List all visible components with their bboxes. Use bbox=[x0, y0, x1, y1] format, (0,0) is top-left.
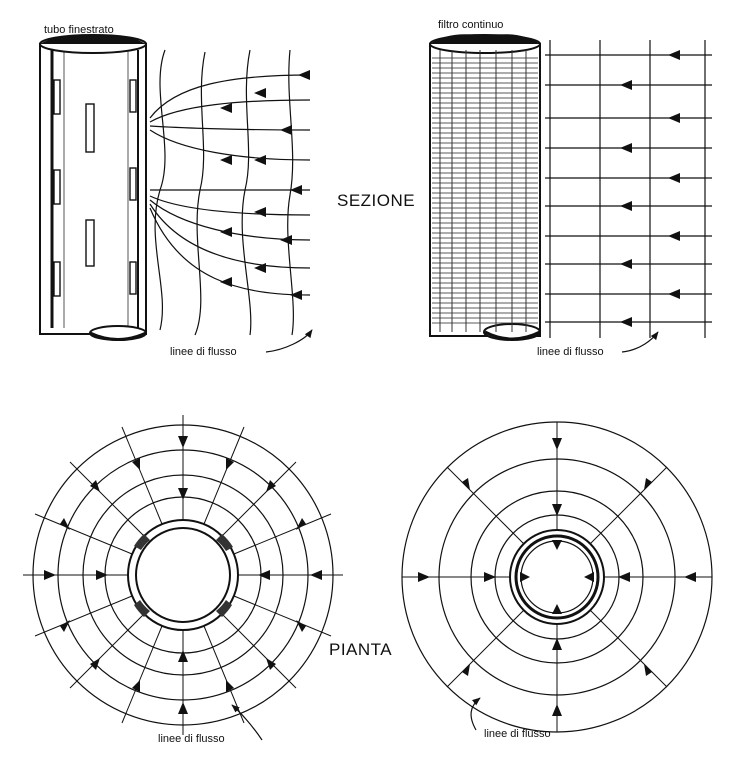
pipe-slots bbox=[53, 79, 137, 297]
slotted-pipe-section bbox=[39, 34, 313, 353]
filter-rods bbox=[439, 50, 527, 332]
continuous-filter-body bbox=[429, 34, 541, 341]
pointer-flow-lines-tr bbox=[621, 331, 659, 353]
slotted-pipe-label: tubo finestrato bbox=[44, 24, 114, 36]
section-heading: SEZIONE bbox=[337, 191, 416, 210]
radial-flow-lines-slotted bbox=[23, 415, 343, 735]
pointer-flow-lines-bl bbox=[231, 704, 263, 741]
flow-lines-label-top-right: linee di flusso bbox=[537, 346, 604, 358]
filter-wire-wrap bbox=[432, 57, 538, 324]
pointer-flow-lines-br bbox=[470, 697, 481, 731]
flow-lines-slotted bbox=[149, 49, 311, 336]
plan-heading: PIANTA bbox=[329, 640, 393, 659]
slotted-pipe-plan bbox=[23, 415, 343, 741]
pointer-flow-lines-tl bbox=[265, 329, 313, 353]
flow-lines-label-bottom-left: linee di flusso bbox=[158, 733, 225, 745]
pipe-wall-slotted bbox=[127, 519, 239, 631]
flow-arrows-continuous bbox=[620, 50, 680, 327]
continuous-filter-section bbox=[429, 34, 712, 353]
continuous-filter-label: filtro continuo bbox=[438, 19, 504, 31]
flow-arrows-slotted-plan bbox=[44, 436, 322, 714]
flow-arrows-slotted bbox=[220, 70, 310, 300]
flow-lines-label-bottom-right: linee di flusso bbox=[484, 728, 551, 740]
flow-arrows-continuous-plan bbox=[418, 438, 696, 716]
filter-wall-continuous bbox=[509, 529, 605, 625]
continuous-filter-plan bbox=[401, 421, 713, 733]
flow-lines-label-top-left: linee di flusso bbox=[170, 346, 237, 358]
